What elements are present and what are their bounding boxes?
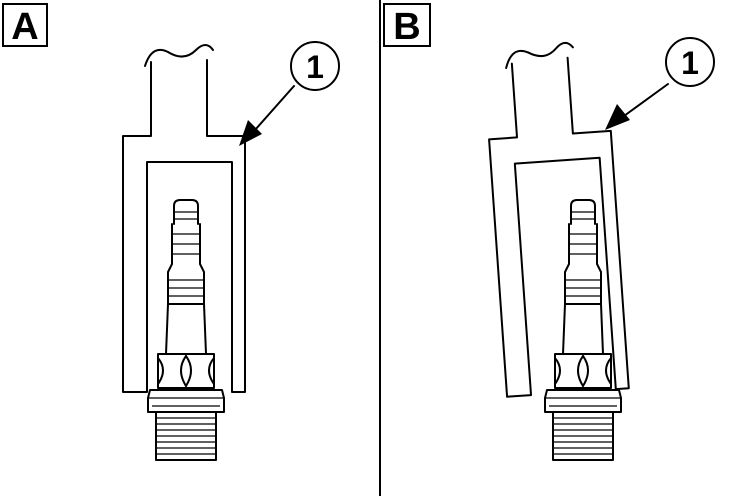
panel-b-label: B (383, 3, 431, 48)
panel-b-callout-number: 1 (681, 45, 699, 81)
panel-b-arrowhead (605, 104, 630, 130)
panel-a-shaft-break (144, 44, 214, 67)
panel-b-drawing: 1 (488, 37, 715, 461)
panel-a-drawing: 1 (122, 41, 340, 461)
panel-b-spark-plug (544, 199, 622, 461)
panel-a-arrowhead (239, 120, 262, 146)
panel-a-callout-circle (290, 41, 340, 91)
panel-b-shaft-break (505, 41, 574, 70)
panel-a-callout-number: 1 (306, 49, 324, 85)
panel-b-socket (488, 41, 630, 398)
panel-a-label: A (2, 3, 48, 48)
panel-b-callout-leader (623, 83, 669, 117)
panel-a-callout-leader (254, 85, 295, 131)
panel-a-spark-plug (147, 199, 225, 461)
panel-a-socket (122, 59, 246, 393)
panel-b-callout-circle (665, 37, 715, 87)
